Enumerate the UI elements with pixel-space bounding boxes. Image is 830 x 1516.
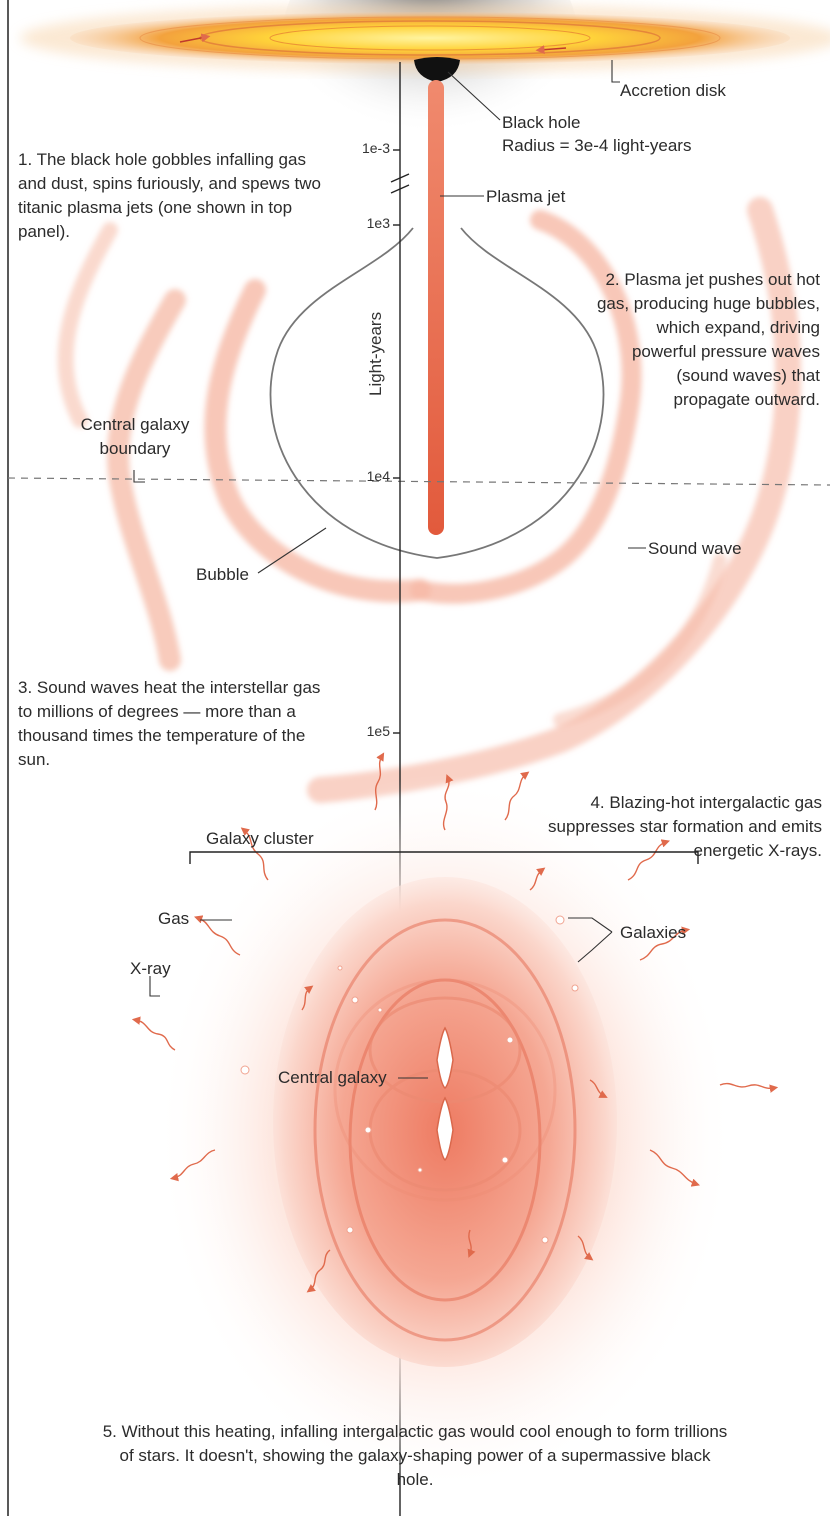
central-galaxy-boundary-label-2: boundary [70, 438, 200, 460]
plasma-jet [428, 80, 444, 535]
central-galaxy-label: Central galaxy [278, 1067, 387, 1089]
galaxy-cluster [155, 760, 735, 1480]
black-hole-radius-label: Radius = 3e-4 light-years [502, 135, 691, 157]
axis-tick-label-4: 1e5 [330, 723, 390, 739]
axis-tick-label-1: 1e-3 [330, 140, 390, 156]
sound-wave-label: Sound wave [648, 538, 742, 560]
step-5-text: 5. Without this heating, infalling inter… [100, 1420, 730, 1492]
black-hole-label: Black hole [502, 112, 580, 134]
step-3-text: 3. Sound waves heat the interstellar gas… [18, 676, 323, 772]
axis-tick-marks [393, 150, 400, 733]
central-galaxy-boundary-label-1: Central galaxy [70, 414, 200, 436]
plasma-jet-label: Plasma jet [486, 186, 565, 208]
galaxies-label: Galaxies [620, 922, 686, 944]
step-4-text: 4. Blazing-hot intergalactic gas suppres… [508, 791, 822, 863]
step-2-text: 2. Plasma jet pushes out hot gas, produc… [596, 268, 820, 412]
accretion-disk-label: Accretion disk [620, 80, 726, 102]
axis-tick-label-3: 1e4 [330, 468, 390, 484]
axis-tick-label-2: 1e3 [330, 215, 390, 231]
gas-label: Gas [158, 908, 189, 930]
bubble-label: Bubble [196, 564, 249, 586]
axis-title: Light-years [366, 312, 386, 396]
galaxy-cluster-label: Galaxy cluster [206, 828, 314, 850]
x-ray-label: X-ray [130, 958, 171, 980]
step-1-text: 1. The black hole gobbles infalling gas … [18, 148, 323, 244]
